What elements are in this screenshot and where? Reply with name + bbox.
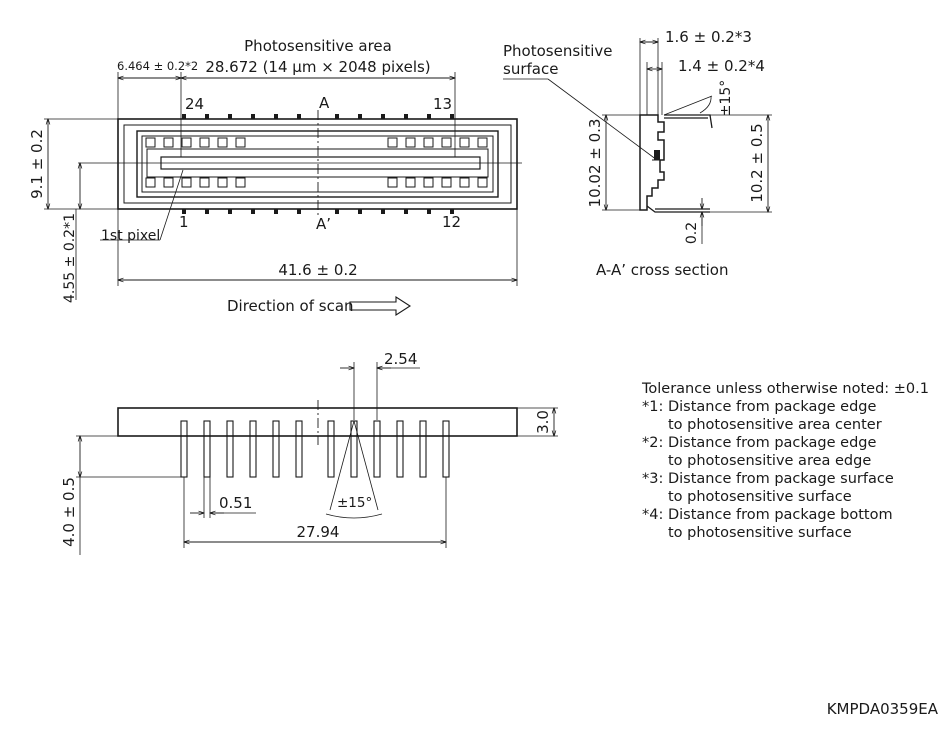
bond-pads-bottom: [145, 177, 488, 188]
pin-stubs: [182, 114, 454, 214]
note-4-line1: *4: Distance from package bottom: [642, 507, 893, 523]
pitch-dimension: 2.54: [384, 350, 417, 368]
center-dimension: 4.55 ± 0.2*1: [62, 213, 78, 303]
section-label-a-prime: A’: [316, 215, 331, 233]
photosensitive-area-label: Photosensitive area: [244, 37, 392, 55]
top-view: Photosensitive area 28.672 (14 µm × 2048…: [28, 37, 522, 317]
pin-label-1: 1: [179, 213, 189, 231]
side-angle: ±15°: [337, 495, 372, 511]
surface-label-line1: Photosensitive: [503, 42, 612, 60]
height-right: 10.2 ± 0.5: [748, 123, 766, 202]
side-view: 2.54 3.0 4.0 ± 0.5 0.51 ±15° 27.94: [60, 350, 558, 555]
dim-bottom: 1.4 ± 0.2*4: [678, 57, 765, 75]
note-2-line2: to photosensitive area edge: [668, 453, 872, 469]
span-dimension: 27.94: [297, 523, 340, 541]
cross-section-profile: [639, 114, 665, 211]
cross-section: Photosensitive surface 1.6 ± 0.2*3 1.4 ±…: [503, 28, 772, 279]
edge-dimension: 6.464 ± 0.2*2: [117, 59, 198, 73]
bottom-lead: [646, 205, 710, 213]
note-3-line1: *3: Distance from package surface: [642, 471, 894, 487]
note-3-line2: to photosensitive surface: [668, 489, 852, 505]
length-dimension: 41.6 ± 0.2: [278, 261, 357, 279]
package-outline: [117, 118, 518, 210]
window-inner: [141, 135, 494, 193]
note-4-line2: to photosensitive surface: [668, 525, 852, 541]
dim-surface: 1.6 ± 0.2*3: [665, 28, 752, 46]
scan-direction-label: Direction of scan: [227, 297, 354, 315]
note-1-line2: to photosensitive area center: [668, 417, 882, 433]
side-body: [117, 407, 518, 437]
package-inner-outline: [123, 124, 512, 204]
surface-leader: [547, 78, 658, 161]
pin-label-24: 24: [185, 95, 204, 113]
pin-label-12: 12: [442, 213, 461, 231]
lead-width-dimension: 0.51: [219, 494, 252, 512]
tolerance-general: Tolerance unless otherwise noted: ±0.1: [642, 381, 929, 397]
lead-thickness: 0.2: [684, 222, 700, 244]
height-dimension: 9.1 ± 0.2: [28, 129, 46, 199]
drawing-code: KMPDA0359EA: [826, 700, 938, 718]
surface-label-line2: surface: [503, 60, 558, 78]
first-pixel-leader: [159, 169, 184, 241]
section-label-a: A: [319, 94, 330, 112]
window-frame: [136, 130, 499, 198]
note-2-line1: *2: Distance from package edge: [642, 435, 877, 451]
chip-block: [654, 150, 660, 160]
cross-section-angle: ±15°: [718, 80, 734, 117]
scan-arrow-icon: [349, 295, 412, 317]
pin-label-13: 13: [433, 95, 452, 113]
photosensitive-area-dimension: 28.672 (14 µm × 2048 pixels): [205, 58, 430, 76]
lead-length-dimension: 4.0 ± 0.5: [60, 477, 78, 547]
cross-section-caption: A-A’ cross section: [596, 261, 729, 279]
height-left: 10.02 ± 0.3: [586, 119, 604, 208]
bond-pads-top: [145, 137, 488, 148]
first-pixel-label: 1st pixel: [101, 228, 160, 244]
top-lead: [664, 114, 713, 129]
side-leads: [180, 420, 450, 478]
body-height-dimension: 3.0: [534, 410, 552, 434]
tolerance-notes: Tolerance unless otherwise noted: ±0.1 *…: [642, 380, 942, 542]
note-1-line1: *1: Distance from package edge: [642, 399, 877, 415]
